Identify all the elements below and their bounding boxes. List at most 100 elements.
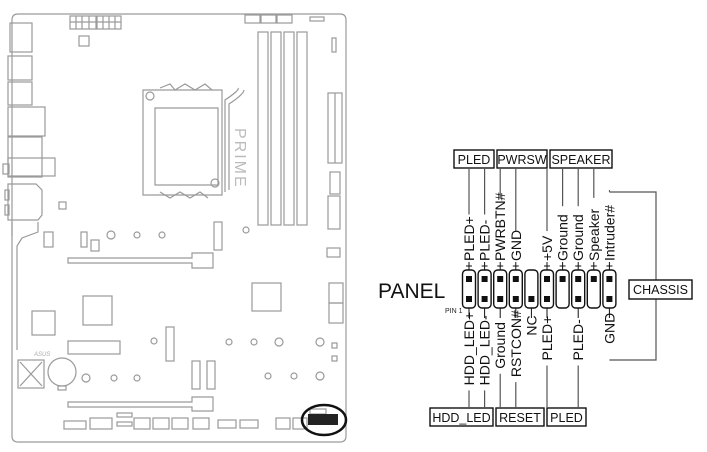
pin1-label: PIN 1 — [445, 308, 463, 315]
pin — [590, 276, 597, 282]
pin — [559, 276, 566, 282]
m2-slot — [213, 221, 223, 251]
header — [328, 282, 344, 304]
pin — [575, 276, 582, 282]
standoff — [290, 372, 298, 380]
header — [327, 195, 341, 230]
chip — [58, 201, 67, 210]
chip — [78, 35, 90, 47]
io-port — [7, 55, 33, 81]
pin — [606, 296, 613, 302]
pin-column — [477, 269, 492, 309]
dimm-slot — [283, 31, 295, 226]
io-port — [7, 136, 43, 178]
group-label-bottom: PLED — [550, 411, 583, 425]
board-vendor-text: ASUS — [33, 352, 50, 358]
standoff — [106, 230, 116, 240]
audio-chip — [17, 359, 45, 389]
pin-column — [524, 269, 539, 309]
header — [331, 355, 338, 362]
header — [292, 417, 308, 430]
header — [275, 417, 291, 430]
dimm-slot — [296, 31, 308, 226]
header — [326, 247, 341, 258]
io-port — [2, 163, 10, 175]
standoff — [315, 371, 325, 381]
chip — [31, 310, 56, 336]
chip — [82, 295, 113, 326]
usb-header — [329, 171, 341, 195]
pin-column — [586, 269, 601, 309]
io-port — [7, 106, 46, 137]
header — [133, 417, 151, 430]
dimm-slot — [257, 31, 269, 226]
header — [152, 417, 170, 430]
chip — [90, 239, 100, 252]
pin — [544, 276, 550, 282]
panel-header-highlight-circle — [300, 403, 348, 437]
m2-slot — [165, 326, 175, 362]
group-box-bottom — [546, 407, 587, 427]
socket-lever-pivot — [145, 91, 155, 101]
chassis-lead-bottom — [609, 299, 657, 361]
pin-column — [539, 269, 555, 309]
m2-slot — [206, 360, 216, 390]
group-box-bottom — [495, 407, 545, 427]
pin-label-top: PLED+ — [461, 216, 477, 261]
group-label-top: SPEAKER — [551, 153, 610, 167]
cmos-battery — [47, 357, 77, 387]
chipset — [251, 282, 282, 312]
pin-label-bottom: GND — [601, 313, 617, 344]
chassis-box — [628, 279, 693, 300]
group-label-bottom: RESET — [499, 411, 541, 425]
header — [116, 412, 133, 418]
standoff — [133, 374, 141, 382]
pin — [466, 296, 472, 302]
panel-title: PANEL — [378, 280, 445, 303]
standoff — [264, 372, 272, 380]
m2-slot — [191, 360, 201, 390]
standoff — [315, 337, 325, 347]
pin-label-top: GND — [508, 230, 524, 261]
header — [331, 37, 337, 53]
io-shield-edge — [11, 222, 39, 350]
header — [309, 408, 327, 415]
standoff — [110, 374, 118, 382]
io-port — [7, 157, 56, 177]
header — [116, 421, 133, 427]
standoff — [225, 338, 233, 346]
group-label-top: PLED — [458, 153, 491, 167]
socket-lever-pivot — [210, 178, 220, 188]
header — [89, 417, 113, 430]
standoff — [242, 226, 250, 234]
pin-label-bottom: HDD_LED- — [477, 315, 493, 385]
sata-port — [239, 419, 259, 429]
standoff — [250, 338, 258, 346]
group-label-bottom: HDD_LED — [432, 411, 490, 425]
pin — [544, 296, 550, 302]
group-box-top — [549, 149, 613, 169]
pin-column — [508, 269, 523, 309]
chip — [43, 231, 54, 248]
pin-label-bottom: PLED+ — [539, 316, 555, 361]
pin — [481, 296, 488, 302]
motherboard-outline — [2, 13, 347, 443]
io-port — [7, 183, 43, 221]
group-box-top — [453, 149, 495, 169]
chassis-label: CHASSIS — [633, 283, 688, 297]
pin-column — [602, 269, 617, 309]
pin-label-bottom: PLED- — [570, 319, 586, 361]
chassis-lead-top — [609, 191, 657, 280]
pin-label-bottom: HDD_LED+ — [461, 312, 477, 386]
sata-port — [217, 419, 237, 429]
pin-label-bottom: Ground — [492, 322, 508, 369]
socket-lever — [224, 87, 245, 192]
pin-label-bottom: RSTCON# — [508, 310, 524, 377]
pcie-slot — [67, 252, 214, 269]
pin-column — [555, 269, 570, 309]
pcie-slot — [67, 340, 121, 355]
standoff — [274, 337, 284, 347]
io-port — [4, 204, 10, 216]
